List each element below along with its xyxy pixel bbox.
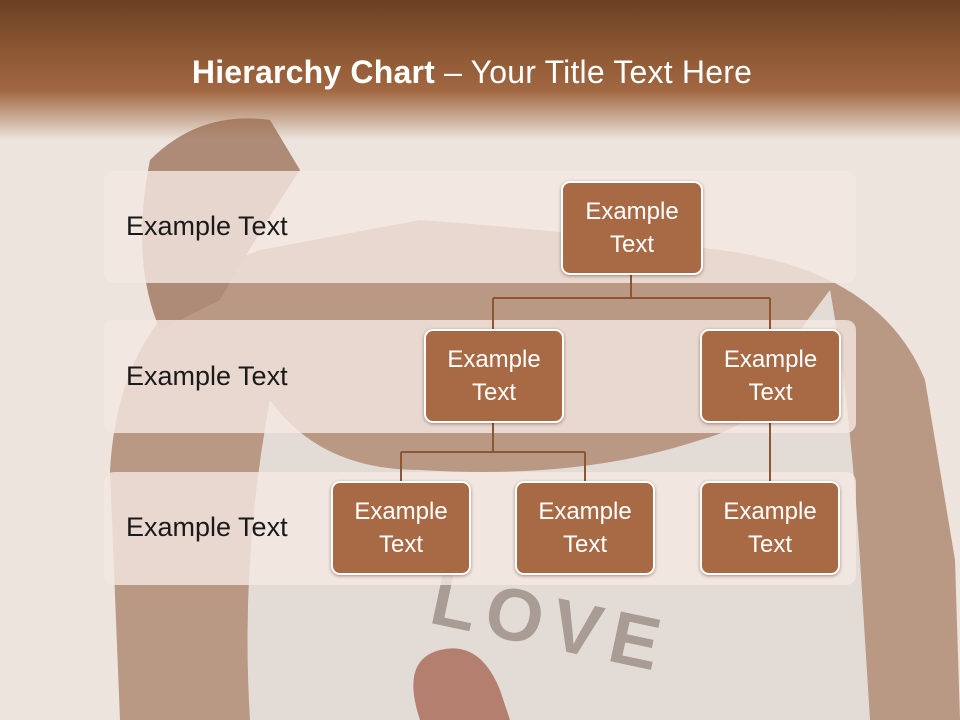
node-level2-left-line1: Example (447, 346, 541, 373)
level-band-1 (104, 171, 856, 283)
node-level3-3-line2: Text (747, 531, 792, 558)
level-label-1: Example Text (126, 211, 288, 241)
slide-title: Hierarchy Chart – Your Title Text Here (0, 54, 944, 91)
title-rest: Your Title Text Here (470, 54, 753, 90)
node-root-line1: Example (585, 198, 679, 225)
node-level3-1-line1: Example (354, 498, 448, 525)
title-bar (0, 0, 960, 140)
node-root-line2: Text (609, 231, 654, 258)
node-level2-right-line2: Text (748, 379, 793, 406)
node-level3-2-line1: Example (538, 498, 632, 525)
level-label-3: Example Text (126, 512, 288, 542)
node-level2-right-line1: Example (723, 346, 818, 373)
title-bold: Hierarchy Chart (191, 54, 435, 90)
node-level2-left-line2: Text (471, 379, 516, 406)
level-label-2: Example Text (126, 361, 288, 391)
node-level3-3-line1: Example (723, 498, 817, 525)
title-dash: – (435, 54, 471, 90)
node-level3-2-line2: Text (562, 531, 607, 558)
node-level3-1-line2: Text (378, 531, 423, 558)
